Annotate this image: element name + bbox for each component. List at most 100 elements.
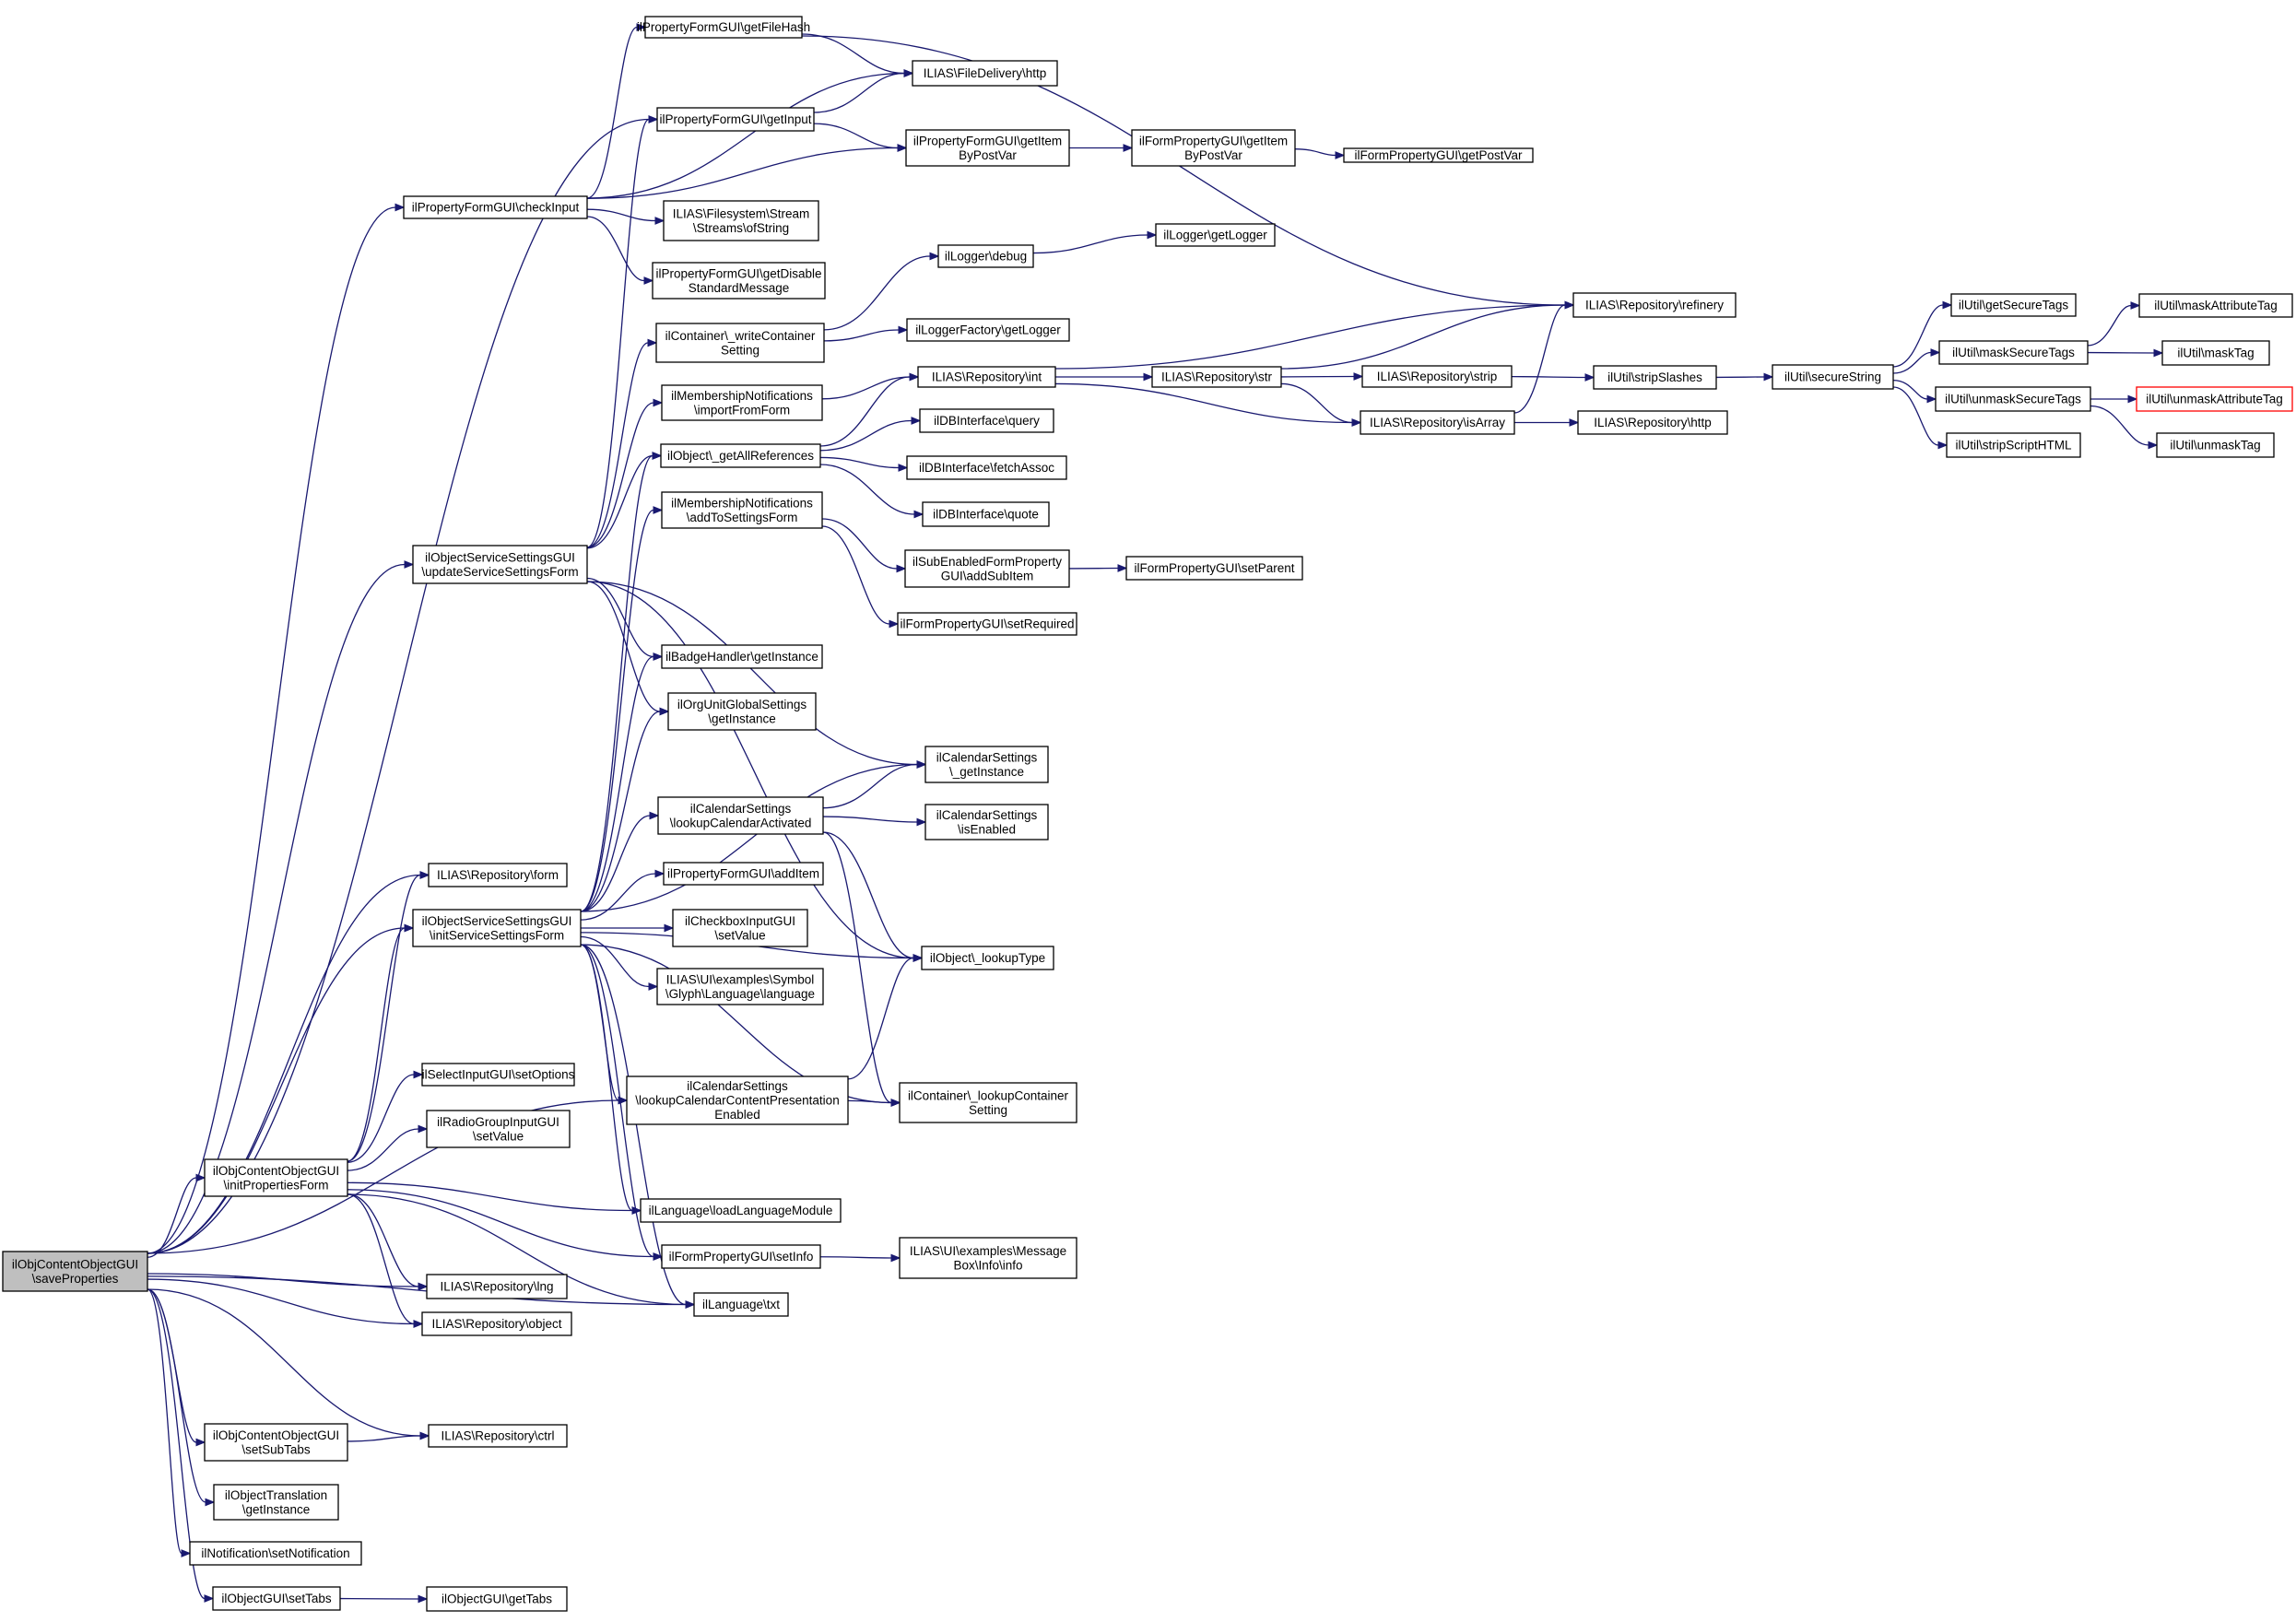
edge-arrowhead xyxy=(648,982,659,991)
edge-line xyxy=(347,1181,633,1212)
node-unmasktag[interactable]: ilUtil\unmaskTag xyxy=(2156,432,2275,458)
node-box xyxy=(924,746,1049,783)
node-label-line: ilUtil\maskAttributeTag xyxy=(2154,299,2278,312)
edge-line xyxy=(147,1099,619,1254)
node-label-line: \isEnabled xyxy=(958,822,1016,836)
node-selopt[interactable]: ilSelectInputGUI\setOptions xyxy=(421,1063,575,1087)
edge-line xyxy=(586,454,653,549)
node-radioset[interactable]: ilRadioGroupInputGUI\setValue xyxy=(426,1110,571,1148)
node-repoisarray[interactable]: ILIAS\Repository\isArray xyxy=(1360,410,1515,435)
node-oss_update[interactable]: ilObjectServiceSettingsGUI\updateService… xyxy=(412,545,588,584)
edge-line xyxy=(580,509,654,912)
edge-n_oss_init-to-n_calinst xyxy=(580,760,927,912)
node-label-line: ilFormPropertyGUI\getPostVar xyxy=(1354,148,1523,162)
node-memadd[interactable]: ilMembershipNotifications\addToSettingsF… xyxy=(661,491,823,529)
edge-line xyxy=(819,376,911,447)
node-lookuptype[interactable]: ilObject\_lookupType xyxy=(921,946,1054,970)
node-box xyxy=(917,366,1056,388)
node-unmaskattr[interactable]: ilUtil\unmaskAttributeTag xyxy=(2136,386,2293,412)
node-calinst[interactable]: ilCalendarSettings\_getInstance xyxy=(924,746,1049,783)
edge-n_oss_update-to-n_pfgin xyxy=(586,115,659,548)
node-repoobj[interactable]: ILIAS\Repository\object xyxy=(421,1311,572,1336)
node-badge[interactable]: ilBadgeHandler\getInstance xyxy=(661,644,823,669)
node-logfactory[interactable]: ilLoggerFactory\getLogger xyxy=(906,318,1070,342)
edge-arrowhead xyxy=(419,1431,430,1440)
node-dbfetch[interactable]: ilDBInterface\fetchAssoc xyxy=(906,455,1067,480)
node-calpres[interactable]: ilCalendarSettings\lookupCalendarContent… xyxy=(626,1075,849,1125)
node-glyphlang[interactable]: ILIAS\UI\examples\Symbol\Glyph\Language\… xyxy=(656,968,824,1005)
node-langtxt[interactable]: ilLanguage\txt xyxy=(693,1292,789,1317)
node-subtabs[interactable]: ilObjContentObjectGUI\setSubTabs xyxy=(204,1423,348,1462)
node-loadlang[interactable]: ilLanguage\loadLanguageModule xyxy=(640,1198,842,1223)
node-masksecuretags[interactable]: ilUtil\maskSecureTags xyxy=(1938,340,2089,365)
node-objtrans[interactable]: ilObjectTranslation\getInstance xyxy=(213,1484,339,1521)
edge-arrowhead xyxy=(1335,151,1346,159)
node-objallrefs[interactable]: ilObject\_getAllReferences xyxy=(660,443,821,468)
node-orgunit[interactable]: ilOrgUnitGlobalSettings\getInstance xyxy=(667,692,817,731)
node-pfgin[interactable]: ilPropertyFormGUI\getInput xyxy=(656,107,815,132)
node-pfgadd[interactable]: ilPropertyFormGUI\addItem xyxy=(663,862,824,886)
node-fpgparent[interactable]: ilFormPropertyGUI\setParent xyxy=(1125,556,1303,581)
edge-n_root-to-n_settabs xyxy=(147,1288,215,1603)
node-cbset[interactable]: ilCheckboxInputGUI\setValue xyxy=(672,909,808,947)
edge-line xyxy=(819,456,900,469)
node-pfgchk[interactable]: ilPropertyFormGUI\checkInput xyxy=(403,195,588,219)
node-maskattr[interactable]: ilUtil\maskAttributeTag xyxy=(2138,293,2293,318)
edge-line xyxy=(147,927,406,1254)
node-oss_init[interactable]: ilObjectServiceSettingsGUI\initServiceSe… xyxy=(412,909,582,947)
node-box xyxy=(1343,147,1534,163)
node-label-line: ilOrgUnitGlobalSettings xyxy=(677,698,807,711)
node-gettabs[interactable]: ilObjectGUI\getTabs xyxy=(426,1586,568,1612)
node-box xyxy=(426,1586,568,1612)
edge-line xyxy=(147,563,406,1254)
node-loggetlog[interactable]: ilLogger\getLogger xyxy=(1155,223,1276,247)
node-stripscript[interactable]: ilUtil\stripScriptHTML xyxy=(1946,432,2081,458)
node-repohttp[interactable]: ILIAS\Repository\http xyxy=(1577,410,1728,435)
node-pfgdisable[interactable]: ilPropertyFormGUI\getDisableStandardMess… xyxy=(652,262,826,300)
node-box xyxy=(656,107,815,132)
node-masktag[interactable]: ilUtil\maskTag xyxy=(2161,340,2270,366)
node-pfgfh[interactable]: ilPropertyFormGUI\getFileHash xyxy=(637,16,810,39)
node-dbquote[interactable]: ilDBInterface\quote xyxy=(922,501,1050,527)
node-calenabled[interactable]: ilCalendarSettings\isEnabled xyxy=(924,804,1049,840)
node-repoctrl[interactable]: ILIAS\Repository\ctrl xyxy=(428,1424,568,1448)
node-root[interactable]: ilObjContentObjectGUI\saveProperties xyxy=(2,1251,148,1292)
node-initprops[interactable]: ilObjContentObjectGUI\initPropertiesForm xyxy=(204,1158,348,1197)
node-logdebug[interactable]: ilLogger\debug xyxy=(937,244,1034,268)
edge-n_oss_update-to-n_calinst xyxy=(586,581,927,769)
node-getsecuretags[interactable]: ilUtil\getSecureTags xyxy=(1950,293,2077,317)
node-callookup[interactable]: ilCalendarSettings\lookupCalendarActivat… xyxy=(657,796,824,835)
node-fpgreq[interactable]: ilFormPropertyGUI\setRequired xyxy=(897,612,1077,636)
node-label-line: ilPropertyFormGUI\getInput xyxy=(659,112,811,126)
edge-line xyxy=(2087,304,2132,347)
edge-arrowhead xyxy=(898,464,909,472)
node-dbquery[interactable]: ilDBInterface\query xyxy=(919,408,1054,433)
node-label-line: ilUtil\unmaskTag xyxy=(2170,439,2260,453)
node-fpgpv[interactable]: ilFormPropertyGUI\getPostVar xyxy=(1343,147,1534,163)
node-box xyxy=(426,1110,571,1148)
node-box xyxy=(906,455,1067,480)
node-repoint[interactable]: ILIAS\Repository\int xyxy=(917,366,1056,388)
node-settabs[interactable]: ilObjectGUI\setTabs xyxy=(212,1586,341,1611)
node-label-line: ilSelectInputGUI\setOptions xyxy=(422,1068,575,1082)
node-repoform[interactable]: ILIAS\Repository\form xyxy=(428,863,568,887)
node-repolng[interactable]: ILIAS\Repository\lng xyxy=(426,1274,568,1299)
node-fpginfo[interactable]: ilFormPropertyGUI\setInfo xyxy=(661,1244,821,1269)
node-fsstream[interactable]: ILIAS\Filesystem\Stream\Streams\ofString xyxy=(663,200,819,241)
node-notif[interactable]: ilNotification\setNotification xyxy=(189,1541,362,1566)
node-unmasksecure[interactable]: ilUtil\unmaskSecureTags xyxy=(1935,386,2091,412)
edge-n_root-to-n_notif xyxy=(147,1288,192,1557)
node-stripslashes[interactable]: ilUtil\stripSlashes xyxy=(1593,365,1717,390)
node-memimport[interactable]: ilMembershipNotifications\importFromForm xyxy=(661,384,823,421)
node-repostr[interactable]: ILIAS\Repository\str xyxy=(1151,366,1282,388)
node-securestring[interactable]: ilUtil\secureString xyxy=(1772,364,1894,390)
node-fdhttp[interactable]: ILIAS\FileDelivery\http xyxy=(912,60,1058,87)
node-refinery[interactable]: ILIAS\Repository\refinery xyxy=(1572,292,1737,318)
node-repostrip[interactable]: ILIAS\Repository\strip xyxy=(1361,365,1513,388)
